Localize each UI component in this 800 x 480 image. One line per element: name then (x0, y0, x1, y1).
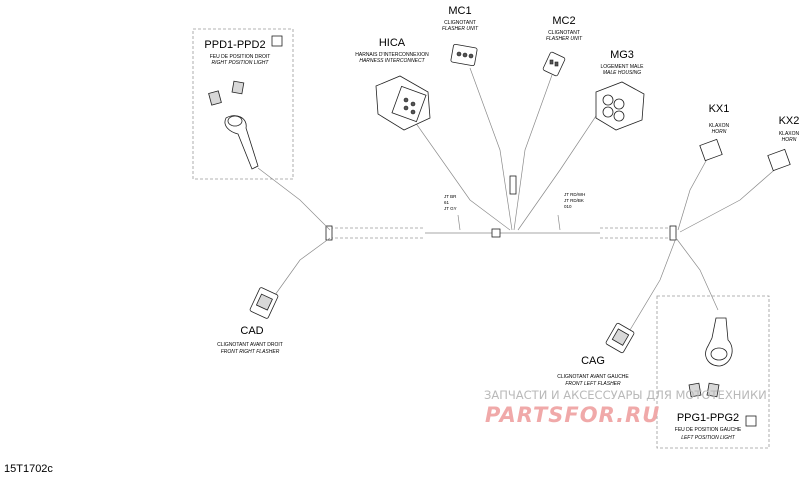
mg3-en: MALE HOUSING (603, 70, 641, 76)
cag-en: FRONT LEFT FLASHER (565, 381, 621, 387)
ppg-fr: FEU DE POSITION GAUCHE (675, 427, 742, 433)
mc1-en: FLASHER UNIT (442, 26, 479, 32)
wire-tag-left-2: 61 (444, 200, 450, 205)
kx2-en: HORN (782, 137, 797, 143)
hica-fr: HARNAIS D'INTERCONNEXION (355, 52, 429, 58)
watermark-line2: PARTSFOR.RU (485, 403, 660, 427)
ppg-connector-drawing (688, 317, 757, 427)
ppd-connector-drawing (208, 35, 283, 170)
branch-wires (257, 67, 781, 331)
cag-connector-drawing (605, 322, 635, 354)
kx1-en: HORN (712, 129, 727, 135)
cad-fr: CLIGNOTANT AVANT DROIT (217, 342, 283, 348)
kx2-connector-drawing (767, 148, 791, 172)
wire-tag-right-1: JT RD/WH (564, 192, 585, 197)
mg3-fr: LOGEMENT MALE (601, 64, 645, 70)
kx1-fr: KLAXON (709, 123, 730, 129)
cad-code: CAD (240, 325, 263, 337)
mc2-en: FLASHER UNIT (546, 36, 583, 42)
ppd-fr: FEU DE POSITION DROIT (210, 54, 271, 60)
ppg-code: PPG1-PPG2 (677, 412, 739, 424)
mc1-connector-drawing (450, 43, 478, 67)
harness-trunk (325, 225, 677, 241)
kx1-connector-drawing (699, 138, 723, 162)
figure-id: 15T1702c (4, 463, 53, 475)
cad-connector-drawing (249, 287, 279, 319)
mc2-connector-drawing (542, 51, 566, 77)
hica-code: HICA (379, 37, 406, 49)
kx2-fr: KLAXON (779, 131, 800, 137)
wire-tag-right-2: JT RD/BK (564, 198, 584, 203)
ppg-detail-box (656, 295, 770, 449)
ppd-detail-box (192, 28, 294, 180)
kx2-code: KX2 (779, 115, 800, 127)
cad-en: FRONT RIGHT FLASHER (221, 349, 280, 355)
wire-tag-left-1: JT BR (444, 194, 457, 199)
mc2-fr: CLIGNOTANT (548, 30, 580, 36)
kx1-code: KX1 (709, 103, 730, 115)
cag-code: CAG (581, 355, 605, 367)
hica-en: HARNESS INTERCONNECT (359, 58, 425, 64)
mc2-code: MC2 (552, 15, 575, 27)
mg3-connector-drawing (595, 81, 645, 131)
ppd-code: PPD1-PPD2 (204, 39, 265, 51)
mg3-code: MG3 (610, 49, 634, 61)
hica-connector-drawing (375, 75, 431, 131)
ppd-en: RIGHT POSITION LIGHT (212, 60, 270, 66)
mc1-code: MC1 (448, 5, 471, 17)
watermark-line1: ЗАПЧАСТИ И АКСЕССУАРЫ ДЛЯ МОТОТЕХНИКИ (484, 388, 767, 402)
mc1-fr: CLIGNOTANT (444, 20, 476, 26)
ppg-en: LEFT POSITION LIGHT (681, 435, 736, 441)
cag-fr: CLIGNOTANT AVANT GAUCHE (557, 374, 629, 380)
wire-tag-left-3: JT GY (444, 206, 457, 211)
wire-tag-right-3: 010 (564, 204, 572, 209)
